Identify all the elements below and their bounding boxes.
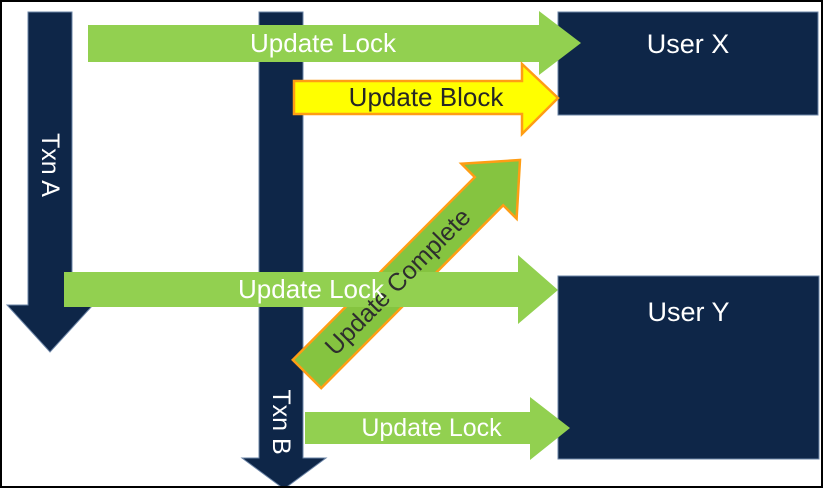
update-lock-top-arrow (88, 11, 581, 75)
user-y-box (557, 275, 820, 460)
update-lock-bottom-arrow (305, 397, 570, 460)
update-lock-middle-arrow (64, 255, 558, 324)
user-x-box (557, 11, 819, 116)
txn-a-arrow (5, 11, 95, 353)
update-block-arrow (292, 61, 560, 138)
